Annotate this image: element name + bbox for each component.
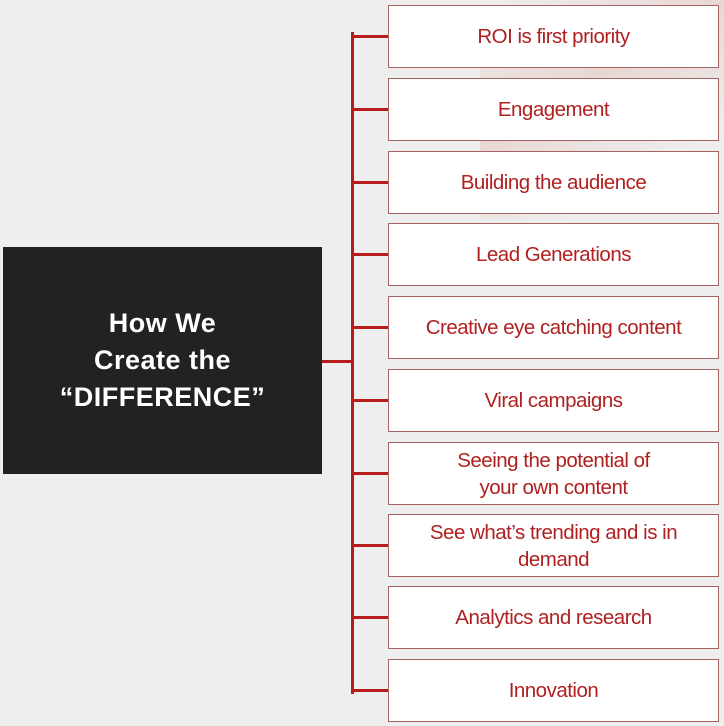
branch-connector [352,472,389,475]
branch-connector [352,689,389,692]
item-label: Lead Generations [476,243,631,266]
branch-connector [352,544,389,547]
item-label: Engagement [497,98,610,121]
branch-connector [352,616,389,619]
item-label: Seeing the potential of your own content [457,448,650,499]
item-box: Engagement [388,78,719,141]
item-box: Seeing the potential of your own content [388,442,719,505]
item-box: Creative eye catching content [388,296,719,359]
item-box: Building the audience [388,151,719,214]
trunk-line [351,32,354,694]
item-box: Innovation [388,659,719,722]
item-label: Viral campaigns [484,389,623,412]
item-label: Analytics and research [455,606,652,629]
branch-connector [352,108,389,111]
branch-connector [352,35,389,38]
item-label: Building the audience [460,171,647,194]
item-box: See what’s trending and is in demand [388,514,719,577]
item-box: ROI is first priority [388,5,719,68]
item-box: Analytics and research [388,586,719,649]
center-title: How We Create the “DIFFERENCE” [59,308,266,412]
item-label: Innovation [508,679,599,702]
item-box: Lead Generations [388,223,719,286]
item-label: ROI is first priority [477,25,630,48]
center-connector [322,360,352,363]
branch-connector [352,326,389,329]
branch-connector [352,399,389,402]
branch-connector [352,253,389,256]
center-node: How We Create the “DIFFERENCE” [3,247,322,474]
item-label: Creative eye catching content [425,316,682,339]
item-label: See what’s trending and is in demand [429,520,678,571]
item-box: Viral campaigns [388,369,719,432]
branch-connector [352,181,389,184]
